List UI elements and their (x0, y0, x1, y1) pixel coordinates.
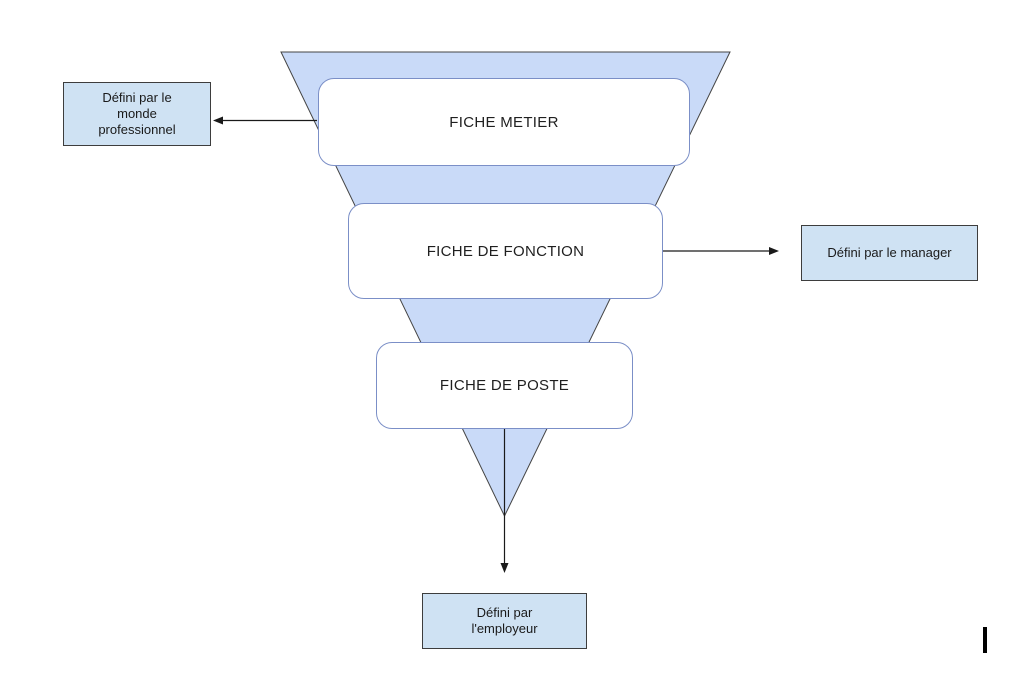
left-arrow-head-icon (213, 116, 223, 125)
funnel-level-fiche-metier: FICHE METIER (318, 78, 690, 166)
annotation-left-line1: Défini par le (102, 90, 172, 105)
funnel-level-fiche-de-poste: FICHE DE POSTE (376, 342, 633, 429)
fiche-de-fonction-label: FICHE DE FONCTION (426, 242, 585, 260)
annotation-box-monde-professionnel: Défini par le monde professionnel (63, 82, 211, 146)
annotation-bottom-line1: Défini par (476, 605, 533, 620)
annotation-left-line3: professionnel (98, 122, 176, 137)
annotation-right-line1: Défini par le manager (827, 245, 952, 260)
annotation-box-employeur: Défini par l'employeur (422, 593, 587, 649)
right-arrow-head-icon (769, 247, 779, 255)
fiche-metier-label: FICHE METIER (449, 113, 559, 131)
annotation-box-manager: Défini par le manager (801, 225, 978, 281)
annotation-left-line2: monde (117, 106, 157, 121)
annotation-bottom-line2: l'employeur (471, 621, 538, 636)
fiche-de-poste-label: FICHE DE POSTE (439, 377, 570, 394)
bottom-arrow-head-icon (500, 563, 509, 573)
text-cursor[interactable] (983, 627, 987, 653)
funnel-level-fiche-de-fonction: FICHE DE FONCTION (348, 203, 663, 299)
